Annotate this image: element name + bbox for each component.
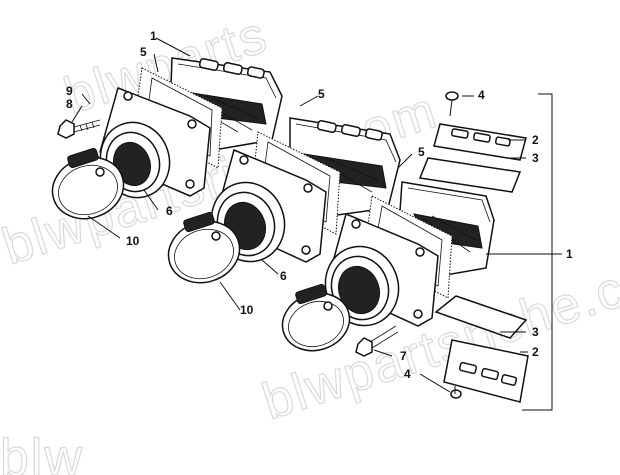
callout-3-top: 3 bbox=[532, 151, 539, 165]
clamp-2 bbox=[167, 211, 241, 284]
reed-stopper-plate-lower bbox=[443, 339, 529, 403]
screw-bottom bbox=[450, 386, 462, 399]
callout-1-right: 1 bbox=[566, 247, 573, 261]
bolt-left bbox=[57, 119, 101, 139]
callout-5-c: 5 bbox=[418, 145, 425, 159]
callout-4-bottom: 4 bbox=[404, 367, 411, 381]
watermark-text-bottom: blw bbox=[0, 429, 84, 475]
callout-5-a: 5 bbox=[140, 45, 147, 59]
screw-top bbox=[445, 91, 459, 117]
callout-9: 9 bbox=[66, 84, 73, 98]
clamp-3 bbox=[281, 283, 351, 352]
callout-1-top: 1 bbox=[150, 29, 157, 43]
callout-5-b: 5 bbox=[318, 87, 325, 101]
callout-2-top: 2 bbox=[532, 133, 539, 147]
reed-petal-lower bbox=[434, 295, 528, 339]
callout-2-bottom: 2 bbox=[532, 345, 539, 359]
callout-6-a: 6 bbox=[166, 204, 173, 218]
callout-10-b: 10 bbox=[240, 303, 254, 317]
callout-10-a: 10 bbox=[126, 234, 140, 248]
callout-7: 7 bbox=[400, 349, 407, 363]
bolt-bottom bbox=[355, 325, 399, 357]
group-bracket bbox=[522, 93, 553, 411]
clamp-1 bbox=[51, 147, 125, 220]
reed-stopper-plate-upper bbox=[433, 123, 527, 161]
callout-6-b: 6 bbox=[280, 269, 287, 283]
callout-labels: 1 5 9 8 5 4 2 3 5 1 6 6 10 10 3 2 7 4 bbox=[66, 29, 573, 381]
reed-petal-upper bbox=[418, 157, 522, 193]
callout-4-top: 4 bbox=[478, 88, 485, 102]
leader-lines bbox=[71, 37, 562, 393]
callout-3-bottom: 3 bbox=[532, 325, 539, 339]
callout-8: 8 bbox=[66, 97, 73, 111]
